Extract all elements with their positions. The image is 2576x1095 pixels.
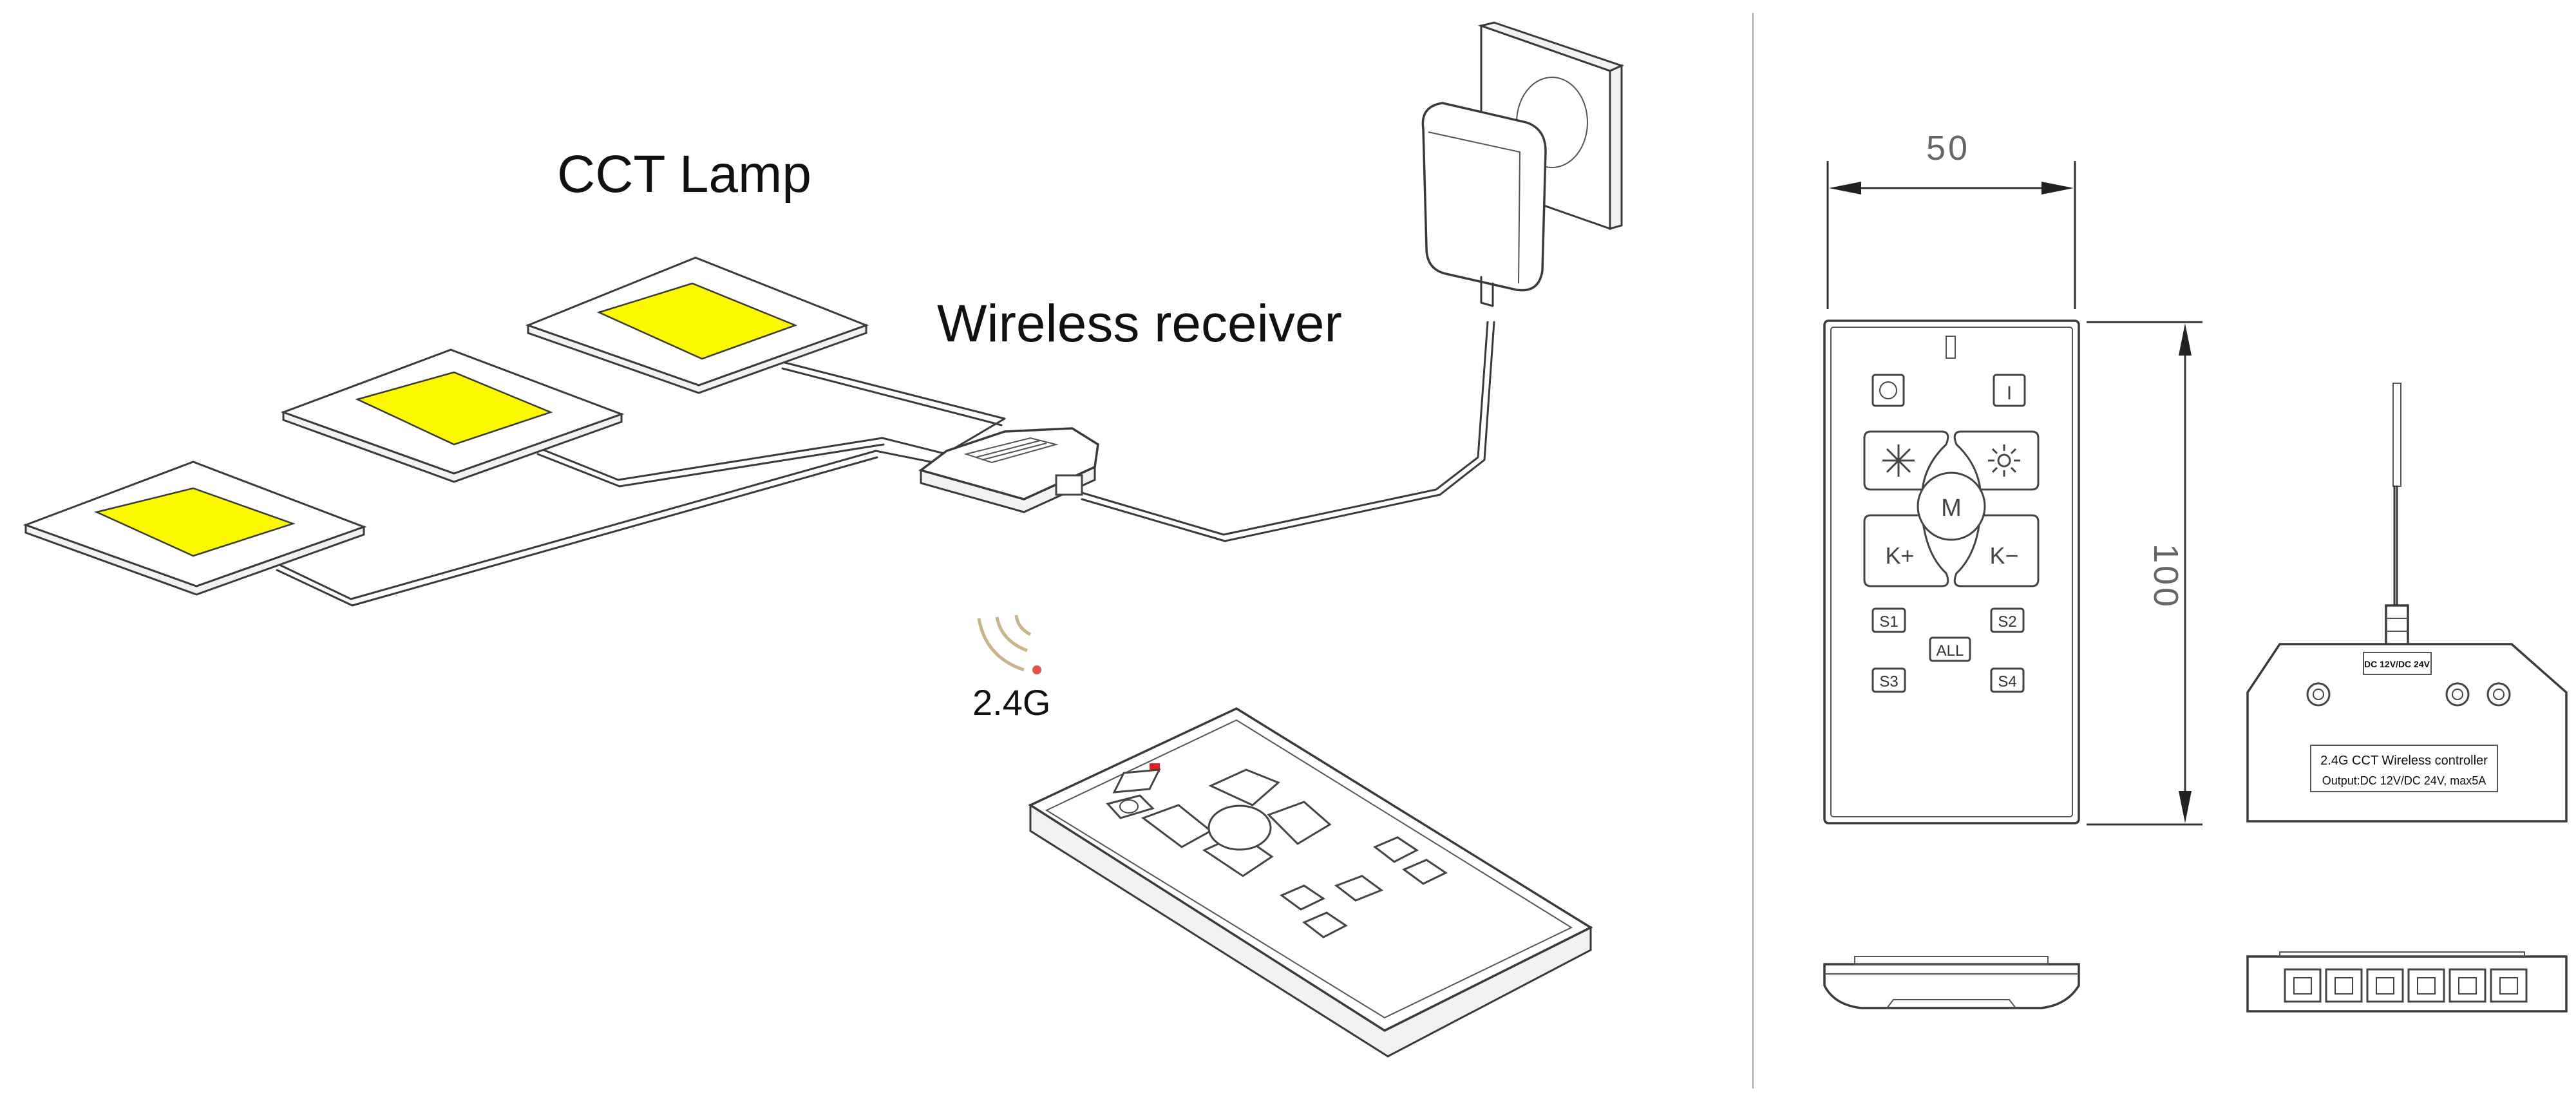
s3-label: S3 [1879,673,1898,690]
height-dimension-label: 100 [2146,544,2185,609]
wireless-receiver-unit [918,427,1099,513]
receiver-top-view: DC 12V/DC 24V 2.4G CCT Wireless controll… [2246,604,2568,823]
k-minus-button[interactable] [1267,801,1332,845]
s3-button[interactable] [1302,911,1348,938]
lamp-cables [276,361,1006,607]
brightness-high-icon [1988,444,2020,477]
s2-button[interactable] [1990,607,2025,633]
receiver-connector-view [2246,951,2568,1013]
cct-lamp-1 [525,256,869,394]
mode-button-label: M [1941,495,1962,522]
k-minus-label: K− [1989,542,2018,569]
width-dimension: 50 [1826,129,2076,309]
width-dimension-label: 50 [1926,129,1970,167]
on-button-label: I [2007,383,2012,404]
receiver-name-label: 2.4G CCT Wireless controller [2320,754,2488,768]
brightness-up-button[interactable] [1208,768,1280,806]
wireless-receiver-label: Wireless receiver [937,294,1342,353]
height-dimension: 100 [2087,321,2202,826]
power-adapter [1421,21,1625,307]
mode-button[interactable] [1917,471,1986,541]
mode-button[interactable] [1208,805,1272,851]
connector-ports [2284,968,2528,1003]
k-plus-label: K+ [1885,542,1914,569]
receiver-output-label: Output:DC 12V/DC 24V, max5A [2322,774,2486,787]
on-button[interactable] [1993,374,2026,407]
all-label: ALL [1937,642,1964,660]
frequency-label: 2.4G [972,682,1050,723]
s2-label: S2 [1998,613,2016,631]
on-button[interactable] [1112,768,1161,794]
s1-label: S1 [1879,613,1898,631]
receiver-cable-top [2392,383,2401,607]
wireless-signal-icon [977,614,1041,674]
brightness-low-icon [1882,444,1915,477]
s1-button[interactable] [1871,607,1906,633]
remote-control-side-view [1823,956,2080,1009]
all-button[interactable] [1334,875,1384,902]
all-button[interactable] [1929,636,1971,662]
s4-label: S4 [1998,673,2016,690]
s4-button[interactable] [1401,859,1448,885]
cct-lamp-label: CCT Lamp [557,145,811,204]
s3-button[interactable] [1871,667,1906,693]
s1-button[interactable] [1279,884,1326,911]
s4-button[interactable] [1990,667,2025,693]
remote-control-front-view: I K+ K− M S1 S2 ALL S3 S [1823,319,2080,824]
remote-control-perspective [1028,707,1593,1058]
s2-button[interactable] [1373,836,1419,863]
cct-lamp-3 [23,461,367,596]
receiver-input-label: DC 12V/DC 24V [2364,659,2430,669]
cct-lamp-2 [280,348,625,483]
power-cable [1081,321,1495,542]
